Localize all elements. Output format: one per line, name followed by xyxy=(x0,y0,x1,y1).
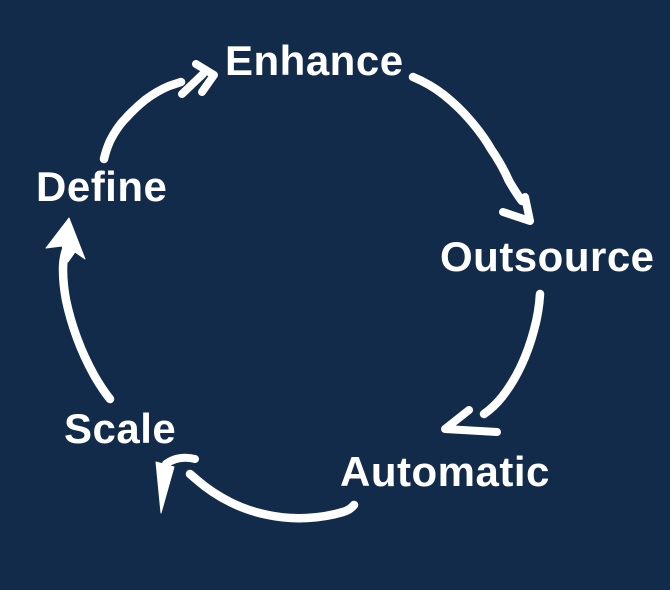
arrow-outsource-to-automatic xyxy=(441,289,545,436)
arrow-enhance-to-outsource xyxy=(408,72,534,225)
step-label-outsource: Outsource xyxy=(440,233,655,280)
arrow-scale-to-define xyxy=(45,217,115,404)
arrowhead-icon xyxy=(192,60,218,96)
arrowhead-icon xyxy=(45,217,86,263)
step-label-define: Define xyxy=(36,163,168,210)
arrow-shaft xyxy=(479,289,545,419)
arrow-define-to-enhance xyxy=(99,60,218,164)
arrow-automatic-to-scale xyxy=(155,453,359,523)
arrowhead-icon xyxy=(441,406,501,436)
arrow-shaft xyxy=(185,469,359,523)
arrowhead-icon xyxy=(499,193,534,225)
step-label-scale: Scale xyxy=(64,405,177,452)
step-label-automatic: Automatic xyxy=(340,448,550,495)
arrow-shaft xyxy=(58,245,115,404)
arrow-shaft xyxy=(408,72,527,206)
arrowhead-icon xyxy=(162,453,199,468)
step-label-enhance: Enhance xyxy=(225,37,404,84)
arrowhead-icon xyxy=(178,70,207,98)
arrowhead-icon xyxy=(155,461,175,514)
arrow-shaft xyxy=(99,77,186,164)
